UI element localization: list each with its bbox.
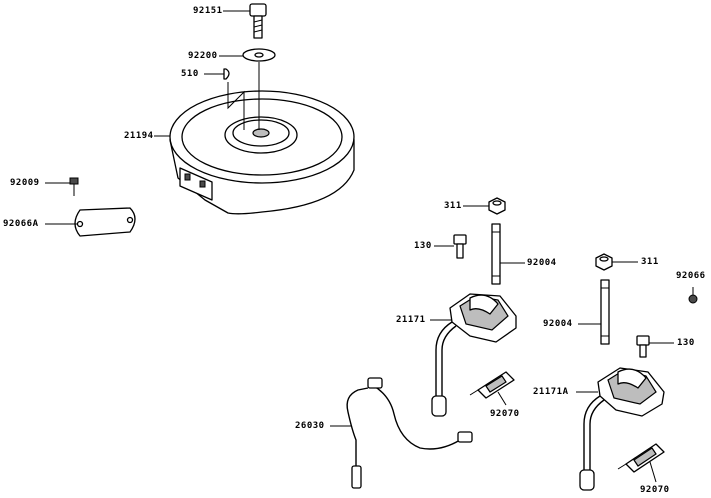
flywheel-21194 [169,62,355,215]
ignition-coil-21171a [579,367,665,491]
stud-92004-lower [600,279,610,345]
screw-92009 [69,177,79,196]
callout-92009: 92009 [10,178,40,188]
wire-harness-26030 [346,377,473,489]
callout-92004-lower: 92004 [543,319,573,329]
leader-lines [45,10,694,483]
callout-26030: 26030 [295,421,325,431]
callout-21194: 21194 [124,131,154,141]
callout-92066: 92066 [676,271,706,281]
callout-92066a: 92066A [3,219,39,229]
stud-92004-upper [491,223,501,285]
bolt-130-upper [453,234,467,259]
washer-92066 [688,294,698,304]
nut-311-upper [488,197,506,215]
callout-92004-upper: 92004 [527,258,557,268]
callout-311-lower: 311 [641,257,659,267]
callout-92070-upper: 92070 [490,409,520,419]
callout-21171a: 21171A [533,387,569,397]
bolt-92151 [249,3,267,39]
key-510 [223,68,230,80]
callout-130-lower: 130 [677,338,695,348]
plate-92066a [74,207,136,237]
callout-311-upper: 311 [444,201,462,211]
spark-plug-92070-upper [469,371,515,399]
callout-21171: 21171 [396,315,426,325]
nut-311-lower [595,253,613,271]
washer-92200 [242,48,276,62]
ignition-coil-21171 [431,293,517,417]
callout-92151: 92151 [193,6,223,16]
callout-510: 510 [181,69,199,79]
callout-92200: 92200 [188,51,218,61]
spark-plug-92070-lower [617,443,665,473]
bolt-130-lower [636,335,650,358]
callout-92070-lower: 92070 [640,485,670,495]
callout-130-upper: 130 [414,241,432,251]
